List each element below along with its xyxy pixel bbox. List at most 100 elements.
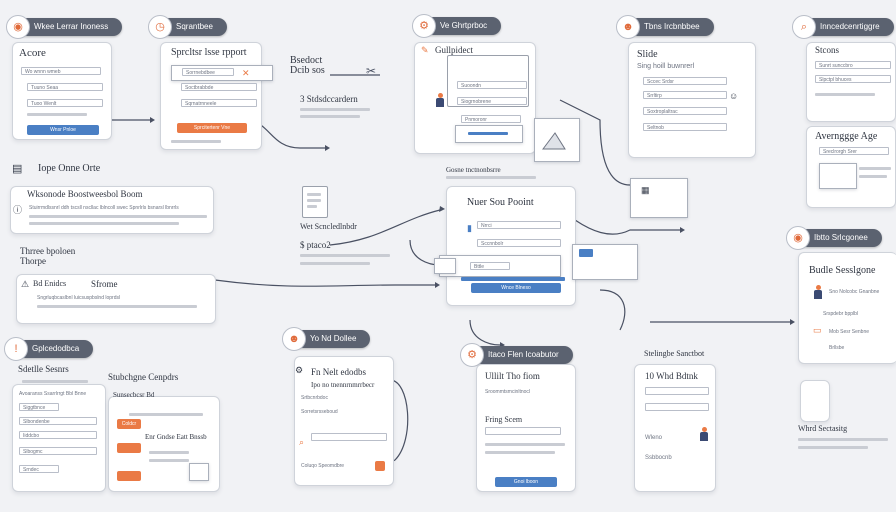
- list-item: Wleno: [645, 435, 663, 441]
- person-icon: ☻: [616, 15, 640, 39]
- primary-button[interactable]: Sprcitertenr Vne: [177, 123, 247, 133]
- card-title: Ullilt Tho fiom: [485, 371, 540, 381]
- input-field[interactable]: Soctbrabbde: [181, 83, 257, 91]
- action-button[interactable]: [375, 461, 385, 471]
- card-footer: Coluqo Speomdbre: [301, 463, 345, 469]
- list-item[interactable]: [645, 387, 709, 395]
- list-item[interactable]: Slpctpl bhuces: [815, 75, 891, 83]
- card-point: Nuer Sou Pooint ▮ Nrrci Sccnnbolr Bttle …: [439, 186, 576, 306]
- toggle[interactable]: [579, 249, 593, 257]
- list-item[interactable]: Sccnnbolr: [477, 239, 561, 247]
- card-subtitle: 10 Whd Bdtnk: [645, 371, 698, 381]
- person-figure: [813, 285, 823, 301]
- input-field[interactable]: [485, 427, 561, 435]
- card-title: Avernggge Age: [815, 131, 878, 142]
- card-subtitle: Sunsecbcsr Bd: [113, 391, 155, 399]
- card-settings: Avoaranss Ssarrlrrgt Bbl Bnne Siggtbnce …: [12, 384, 106, 492]
- list-item[interactable]: Siogrnobrene: [457, 97, 527, 105]
- saosobot-title: Stelingbe Sanctbot: [644, 349, 705, 358]
- card-editor: Gullpidect ✎ Suoondn Siogrnobrene Pnmoro…: [414, 42, 536, 154]
- card-slide: Slide Sing hoill buwnrerl Sccec Srdsr Sr…: [628, 42, 756, 158]
- pacz-text: $ ptaco2: [300, 240, 331, 250]
- chart-icon: ▦: [641, 185, 650, 195]
- card-subtitle: Sing hoill buwnrerl: [637, 63, 695, 70]
- option-button[interactable]: [117, 443, 141, 453]
- submit-button[interactable]: Wnce Blneso: [471, 283, 561, 293]
- card-acore: Acore Wo wnnn wmeb Tuuno Seaa Tuoo Wenlt…: [12, 42, 112, 140]
- list-item[interactable]: Nrrci: [477, 221, 561, 229]
- card-title: Wksonode Boostweesbol Boom: [27, 189, 143, 199]
- card-text: Sngrluqbcaslbnl luicsuspbslnd loprdsl: [37, 295, 121, 301]
- wct-text: Wet Scncledlnbdr: [300, 222, 357, 231]
- pill-sqrantbee[interactable]: ◷ Sqrantbee: [148, 15, 227, 39]
- input-field[interactable]: Siggtbnce: [19, 403, 59, 411]
- pill-wkee-lerrar[interactable]: ◉ Wkee Lerrar Inoness: [6, 15, 123, 39]
- person-figure: [435, 93, 445, 109]
- input-field[interactable]: Tuoo Wenlt: [27, 99, 103, 107]
- card-title: Slide: [637, 49, 658, 60]
- list-item[interactable]: Bttle: [470, 262, 510, 270]
- circle-icon: ◉: [786, 226, 810, 250]
- pill-ve-ghrtprboc[interactable]: ⚙ Ve Ghrtprboc: [412, 14, 502, 38]
- submit-button[interactable]: Wnsr Pnloe: [27, 125, 99, 135]
- alert-icon: !: [4, 337, 28, 361]
- list-item: Srspdebr bpplbl: [823, 311, 859, 317]
- input-field[interactable]: Srndec: [19, 465, 59, 473]
- option-button[interactable]: [117, 471, 141, 481]
- search-icon: ⌕: [299, 437, 305, 447]
- card-title: Budle Sesslgone: [809, 265, 876, 276]
- list-item: Sorretsrsseboud: [301, 409, 338, 415]
- card-caption: Enr Gndse Eatt Bnssb: [145, 433, 207, 441]
- card-title: Sprcltsr lsse rpport: [171, 47, 247, 58]
- close-icon[interactable]: ✕: [242, 68, 250, 78]
- card-stcons: Stcons Sunrt sunccbro Slpctpl bhuces: [806, 42, 896, 122]
- list-item[interactable]: Soxtroplaltrac: [643, 107, 727, 115]
- card-comparg: Sunsecbcsr Bd Coldcr Enr Gndse Eatt Bnss…: [108, 391, 220, 492]
- footer-title: Whrd Sectasitg: [798, 424, 848, 433]
- input-field[interactable]: Sorrnebdbee: [182, 68, 234, 76]
- search-icon: ⌕: [792, 15, 816, 39]
- pill-tbns-ircbnbbee[interactable]: ☻ Tbns Ircbnbbee: [616, 15, 714, 39]
- info-icon: ⓘ: [13, 205, 23, 215]
- input-field[interactable]: Iiddcbo: [19, 431, 97, 439]
- card-averagge: Avernggge Age Sreclrorgh Srer: [806, 126, 896, 208]
- card-caption: Fring Scem: [485, 415, 523, 424]
- card-title: Sfrome: [91, 279, 118, 289]
- submit-button[interactable]: Gnoi lboon: [495, 477, 557, 487]
- input-field[interactable]: Slbogmc: [19, 447, 97, 455]
- list-item[interactable]: Sreclrorgh Srer: [819, 147, 889, 155]
- pill-gplcedodbca[interactable]: ! Gplcedodbca: [4, 337, 94, 361]
- input-field[interactable]: Tuuno Seaa: [27, 83, 103, 91]
- theme-text: Thrree bpoloen Thorpe: [20, 246, 76, 266]
- card-store: Sfrome Bd Enidcs ⚠ Sngrluqbcaslbnl luics…: [16, 274, 216, 324]
- list-item[interactable]: [645, 403, 709, 411]
- list-item[interactable]: Pnmoronr: [461, 115, 521, 123]
- person-icon: ☻: [282, 327, 306, 351]
- card-title: Acore: [19, 47, 46, 59]
- input-field[interactable]: Wo wnnn wmeb: [21, 67, 101, 75]
- list-item[interactable]: Sccec Srdsr: [643, 77, 727, 85]
- primary-button[interactable]: Coldcr: [117, 419, 141, 429]
- card-subtitle: Avoaranss Ssarrlrrgt Bbl Bnne: [19, 391, 87, 397]
- pill-inncedcenrtiggre[interactable]: ⌕ Inncedcenrtiggre: [792, 15, 894, 39]
- sdclp-text: Sdetlle Sesnrs: [18, 364, 69, 374]
- list-item: Mob Sesr Senbne: [829, 329, 870, 335]
- card-subtitle: Sroommtsmcinltnocl: [485, 389, 531, 395]
- list-item[interactable]: Suoondn: [457, 81, 527, 89]
- pill-ibtto-srlcgonee[interactable]: ◉ Ibtto Srlcgonee: [786, 226, 882, 250]
- list-item[interactable]: Sunrt sunccbro: [815, 61, 891, 69]
- list-item[interactable]: Seltnob: [643, 123, 727, 131]
- pill-yo-nd-dollee[interactable]: ☻ Yo Nd Dollee: [282, 327, 371, 351]
- floating-panel: ▦: [630, 178, 688, 218]
- gtnose-text: Gosne tnctnonbsrre: [446, 166, 501, 174]
- person-figure: [699, 427, 709, 443]
- toolbar-panel: Sorrnebdbee ✕: [171, 65, 273, 81]
- image-thumbnail: [189, 463, 209, 481]
- input-field[interactable]: [311, 433, 387, 441]
- list-item[interactable]: Srrltirp: [643, 91, 727, 99]
- document-icon: [302, 186, 328, 218]
- pill-itaco-flen[interactable]: ⚙ Itaco Flen Icoabutor: [460, 343, 573, 367]
- input-field[interactable]: Sqrnatrnneele: [181, 99, 257, 107]
- input-field[interactable]: Slbondenbe: [19, 417, 97, 425]
